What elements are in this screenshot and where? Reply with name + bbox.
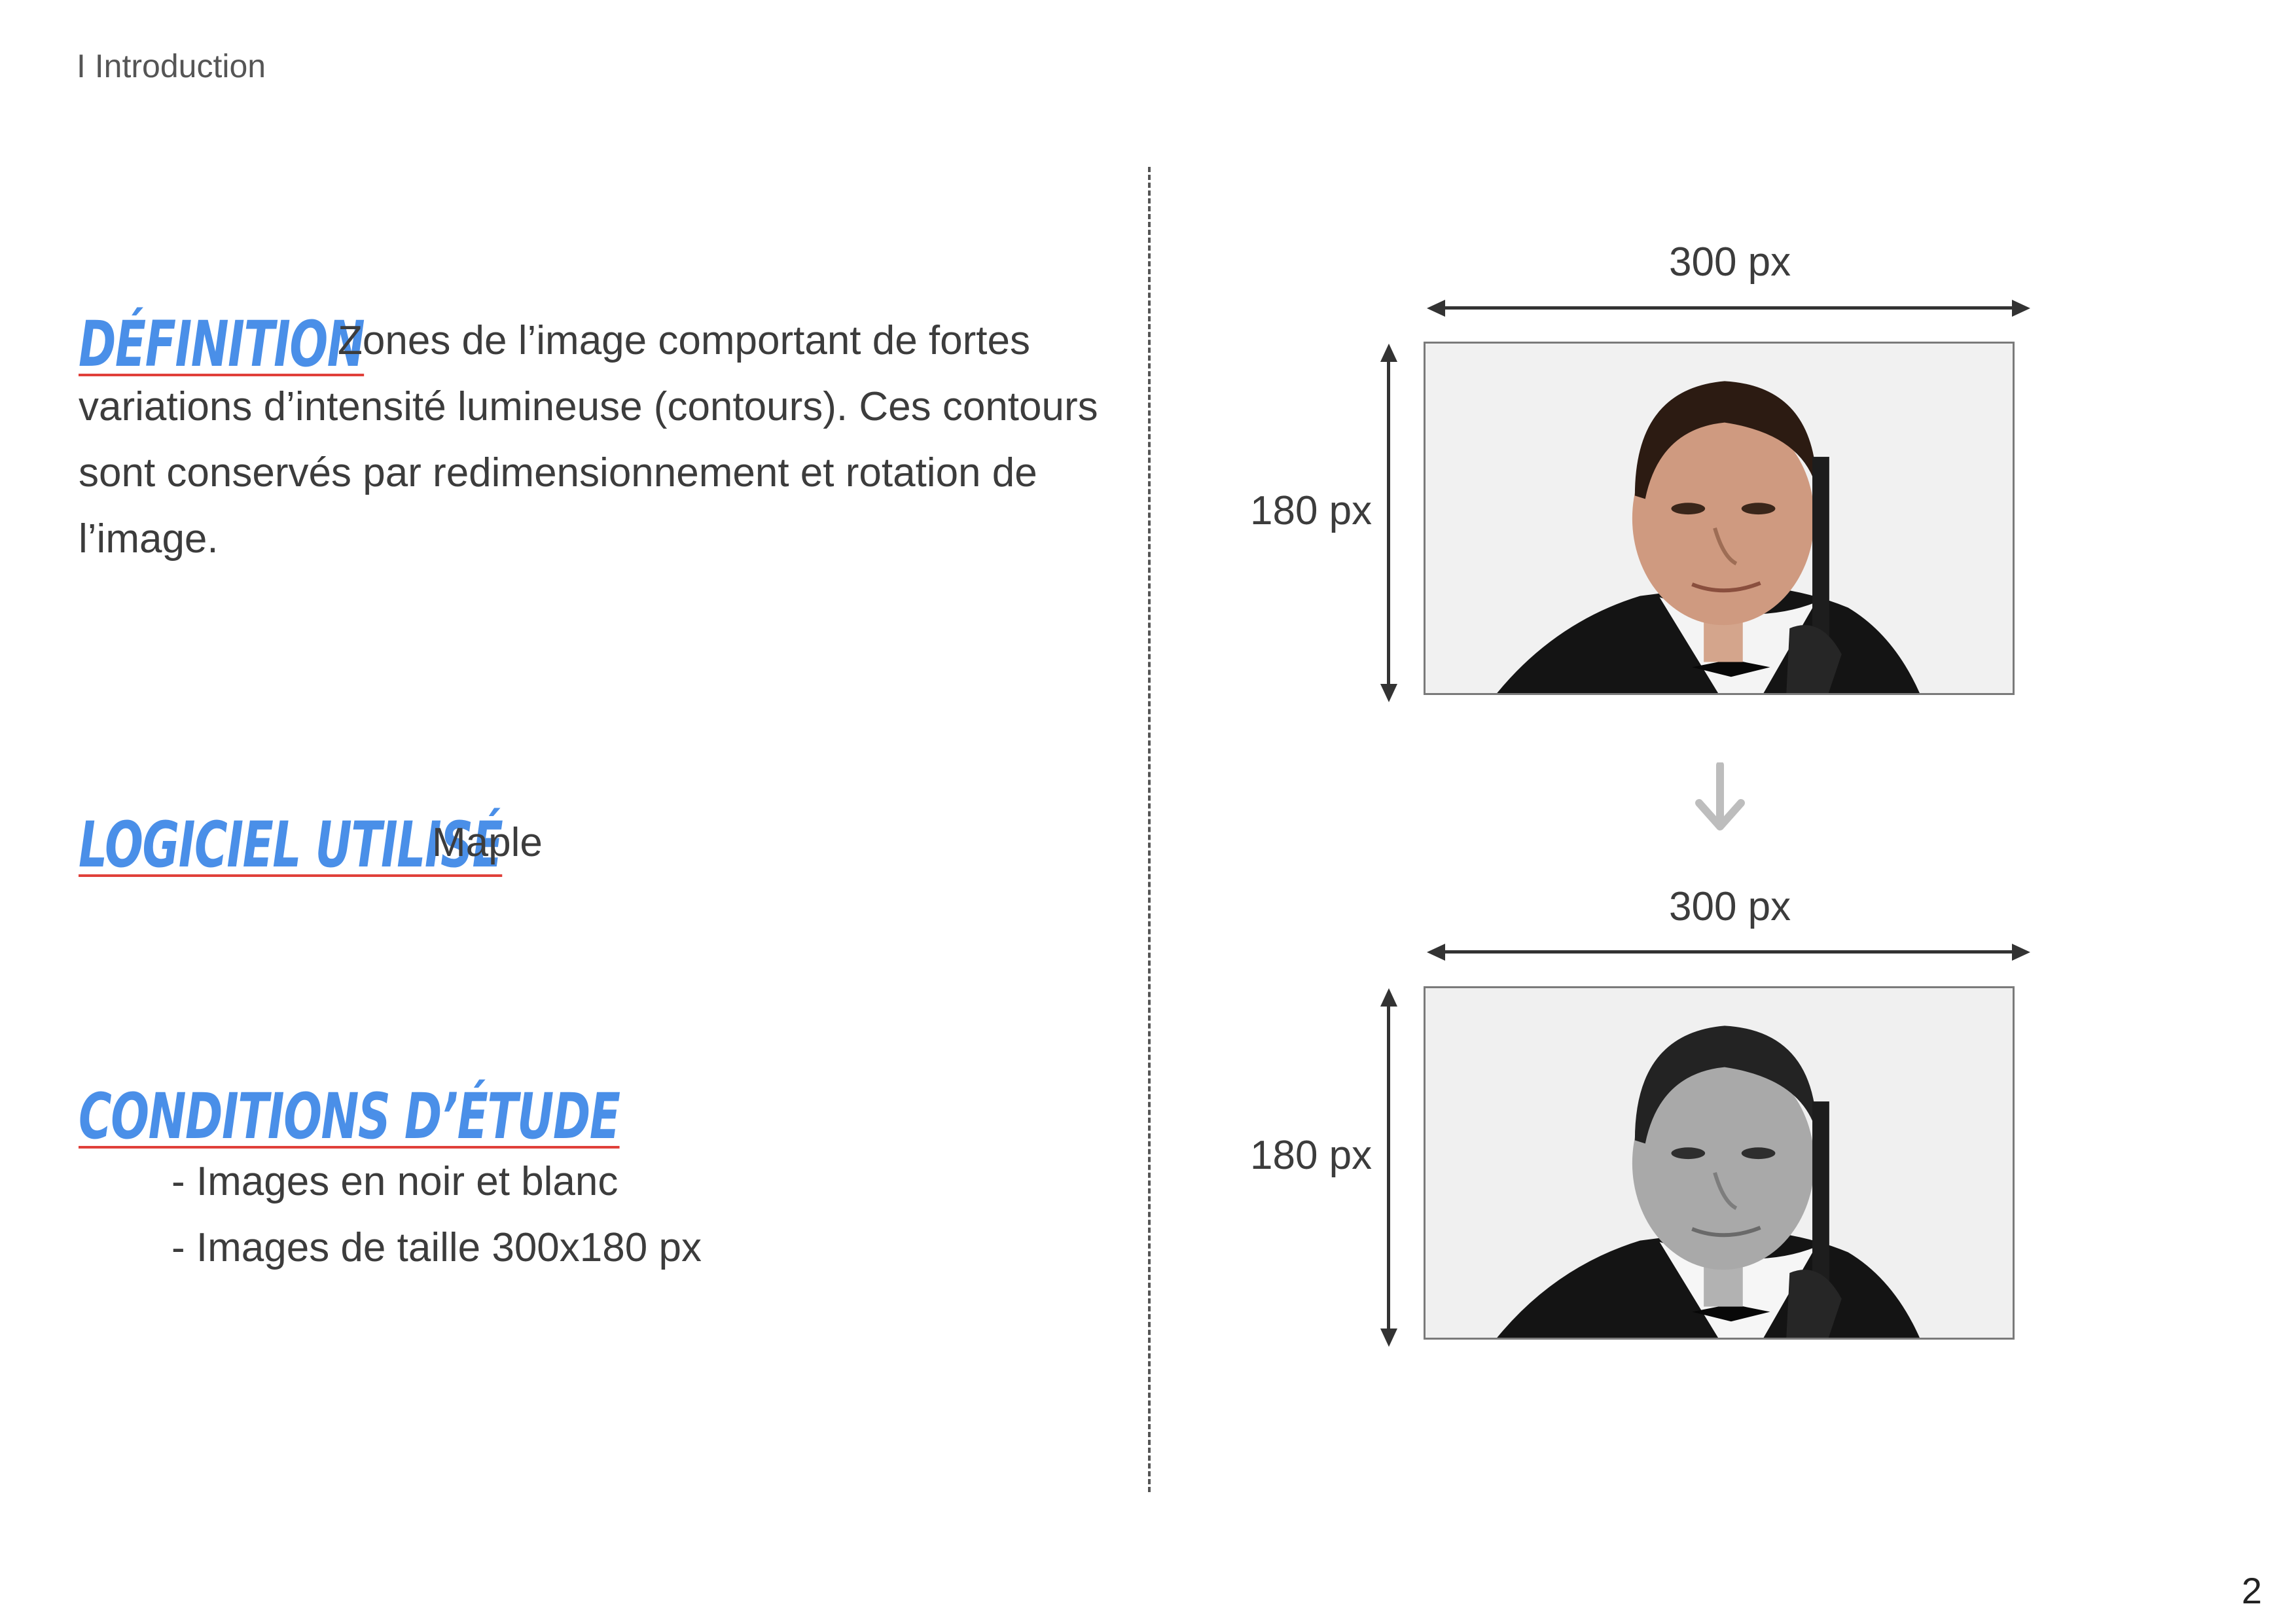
bottom-width-arrow bbox=[1440, 950, 2016, 954]
top-width-label: 300 px bbox=[1669, 240, 1791, 285]
arrow-left-icon bbox=[1427, 300, 1445, 317]
arrow-up-icon bbox=[1380, 988, 1397, 1007]
column-divider bbox=[1148, 167, 1151, 1492]
page-number: 2 bbox=[2241, 1570, 2262, 1611]
bottom-width-label: 300 px bbox=[1669, 884, 1791, 929]
top-height-label: 180 px bbox=[1250, 488, 1372, 533]
arrow-down-icon bbox=[1694, 761, 1746, 834]
bottom-height-label: 180 px bbox=[1250, 1133, 1372, 1178]
software-value: Maple bbox=[432, 820, 543, 865]
definition-text: Zones de l’image comportant de fortes va… bbox=[79, 318, 1098, 562]
bottom-height-arrow bbox=[1387, 1001, 1390, 1332]
top-width-arrow bbox=[1440, 306, 2016, 310]
conditions-heading: Conditions d’étude bbox=[79, 1080, 620, 1153]
section-label: I Introduction bbox=[77, 48, 266, 84]
top-height-arrow bbox=[1387, 357, 1390, 687]
list-item: Images de taille 300x180 px bbox=[171, 1215, 702, 1281]
software-heading: Logiciel utilisé bbox=[79, 808, 503, 882]
definition-heading: Définition bbox=[79, 308, 365, 381]
arrow-right-icon bbox=[2012, 300, 2030, 317]
arrow-down-icon bbox=[1380, 1329, 1397, 1347]
portrait-color-image bbox=[1424, 342, 2015, 695]
portrait-grayscale-image bbox=[1424, 986, 2015, 1340]
list-item: Images en noir et blanc bbox=[171, 1149, 702, 1215]
conditions-list: Images en noir et blanc Images de taille… bbox=[171, 1149, 702, 1281]
arrow-up-icon bbox=[1380, 344, 1397, 362]
arrow-left-icon bbox=[1427, 944, 1445, 961]
arrow-down-icon bbox=[1380, 684, 1397, 702]
arrow-right-icon bbox=[2012, 944, 2030, 961]
